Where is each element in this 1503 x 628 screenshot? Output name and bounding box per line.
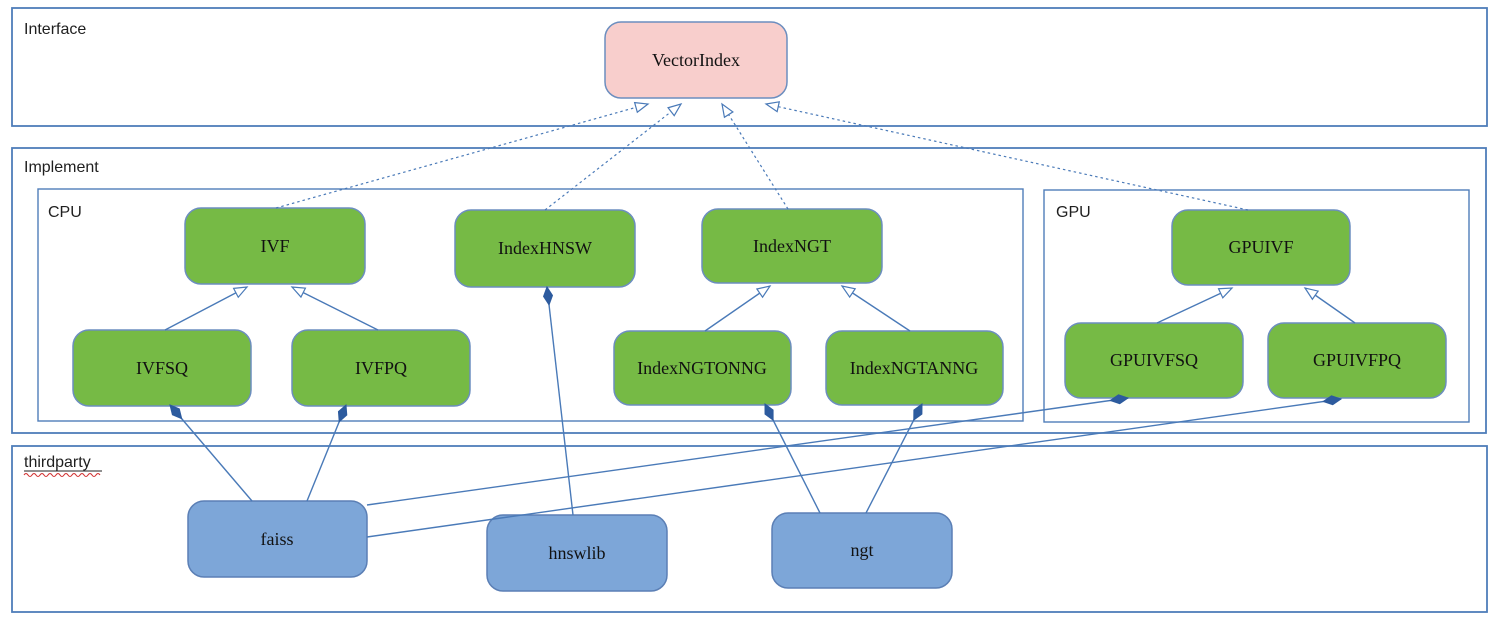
- edge-indexngtanng-indexngt-generalization: [840, 285, 911, 332]
- thirdparty-spellcheck-squiggle: [23, 472, 101, 478]
- node-gpuivfpq-box: [1267, 322, 1447, 399]
- node-ngt: ngt: [771, 512, 953, 589]
- node-vectorindex: VectorIndex: [604, 21, 788, 99]
- node-ivfsq-box: [72, 329, 252, 407]
- edge-faiss-gpuivfpq-composition: [366, 395, 1343, 538]
- thirdparty-container-box: [11, 445, 1488, 613]
- node-hnswlib-box: [486, 514, 668, 592]
- node-gpuivf-box: [1171, 209, 1351, 286]
- interface-container-label: Interface: [24, 21, 86, 38]
- edge-faiss-ivfpq-composition: [306, 403, 348, 502]
- node-hnswlib-label: hnswlib: [548, 543, 605, 563]
- node-gpuivfpq: GPUIVFPQ: [1267, 322, 1447, 399]
- edge-ngt-indexngtonng-composition: [764, 403, 821, 514]
- edge-gpuivfsq-gpuivf-generalization: [1156, 287, 1234, 324]
- edge-hnswlib-indexhnsw-composition: [542, 285, 574, 516]
- node-gpuivfsq-label: GPUIVFSQ: [1110, 350, 1198, 370]
- implement-container-label: Implement: [24, 159, 99, 176]
- node-hnswlib: hnswlib: [486, 514, 668, 592]
- cpu-container-label: CPU: [48, 204, 82, 221]
- node-vectorindex-box: [604, 21, 788, 99]
- node-vectorindex-label: VectorIndex: [652, 50, 740, 70]
- edge-gpuivf-vectorindex-realization: [764, 101, 1249, 211]
- edge-gpuivfpq-gpuivf-generalization: [1303, 287, 1356, 324]
- edge-indexngt-vectorindex-realization: [721, 102, 789, 210]
- node-ivfsq-label: IVFSQ: [136, 358, 188, 378]
- edge-ngt-indexngtanng-composition: [865, 403, 923, 514]
- cpu-container-box: [37, 188, 1024, 422]
- edge-faiss-gpuivfsq-composition: [366, 394, 1130, 506]
- node-ngt-box: [771, 512, 953, 589]
- node-indexngt-label: IndexNGT: [753, 236, 831, 256]
- node-gpuivfpq-label: GPUIVFPQ: [1313, 350, 1401, 370]
- node-indexngtanng: IndexNGTANNG: [825, 330, 1004, 406]
- node-ivf-box: [184, 207, 366, 285]
- edge-ivf-vectorindex-realization: [275, 101, 650, 209]
- edge-ivfsq-ivf-generalization: [164, 286, 249, 331]
- edge-faiss-ivfsq-composition: [169, 404, 253, 502]
- gpu-container-box: [1043, 189, 1470, 423]
- node-faiss: faiss: [187, 500, 368, 578]
- gpu-container-label: GPU: [1056, 204, 1091, 221]
- node-faiss-label: faiss: [261, 529, 294, 549]
- node-gpuivfsq: GPUIVFSQ: [1064, 322, 1244, 399]
- node-indexngtonng-box: [613, 330, 792, 406]
- node-ivf: IVF: [184, 207, 366, 285]
- node-faiss-box: [187, 500, 368, 578]
- node-ivfpq-label: IVFPQ: [355, 358, 407, 378]
- node-gpuivf-label: GPUIVF: [1228, 237, 1293, 257]
- node-ivfpq-box: [291, 329, 471, 407]
- interface-container-box: [11, 7, 1488, 127]
- node-gpuivf: GPUIVF: [1171, 209, 1351, 286]
- node-gpuivfsq-box: [1064, 322, 1244, 399]
- node-indexngtanng-label: IndexNGTANNG: [850, 358, 979, 378]
- node-indexngt: IndexNGT: [701, 208, 883, 284]
- node-indexhnsw: IndexHNSW: [454, 209, 636, 288]
- node-ivfsq: IVFSQ: [72, 329, 252, 407]
- edge-ivfpq-ivf-generalization: [290, 286, 379, 331]
- node-indexhnsw-label: IndexHNSW: [498, 238, 592, 258]
- node-indexngtonng: IndexNGTONNG: [613, 330, 792, 406]
- edge-indexhnsw-vectorindex-realization: [544, 103, 683, 211]
- node-indexngtonng-label: IndexNGTONNG: [637, 358, 767, 378]
- edge-indexngtonng-indexngt-generalization: [704, 285, 772, 332]
- node-ivfpq: IVFPQ: [291, 329, 471, 407]
- thirdparty-container-label: thirdparty: [24, 454, 91, 471]
- node-ivf-label: IVF: [260, 236, 289, 256]
- node-ngt-label: ngt: [850, 540, 873, 560]
- node-indexngt-box: [701, 208, 883, 284]
